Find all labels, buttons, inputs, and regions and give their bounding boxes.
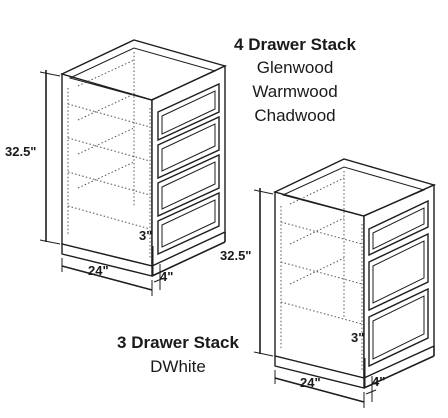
cabinet-3-side-panel xyxy=(274,191,365,379)
stack3-toe-kick-depth-label: 4" xyxy=(372,374,385,389)
cabinet-4-dimensions xyxy=(39,70,165,296)
cabinet-4-drawer-4 xyxy=(157,191,220,256)
cabinet-4-drawer-2 xyxy=(157,115,220,180)
stack3-height-label: 32.5" xyxy=(220,248,251,263)
cabinet-3-drawer-2 xyxy=(368,232,429,312)
stack3-toe-kick-height-label: 3" xyxy=(351,330,364,345)
stack4-height-label: 32.5" xyxy=(5,144,36,159)
stack3-width-label: 24" xyxy=(300,375,321,390)
cabinet-3-dimensions xyxy=(253,188,377,408)
stack4-width-label: 24" xyxy=(88,263,109,278)
cabinet-4-drawer-1 xyxy=(157,82,220,142)
cabinet-3-drawer xyxy=(272,158,437,389)
cabinet-4-drawer xyxy=(60,39,227,277)
stack4-finish-3: Chadwood xyxy=(254,106,335,125)
stack4-finish-1: Glenwood xyxy=(257,58,334,77)
stack3-finish-1: DWhite xyxy=(150,357,206,376)
stack4-finish-2: Warmwood xyxy=(252,82,337,101)
cabinet-3-drawer-1 xyxy=(368,199,429,257)
stack3-title: 3 Drawer Stack xyxy=(117,333,239,352)
cabinet-3-drawer-3 xyxy=(368,287,429,368)
stack4-toe-kick-depth-label: 4" xyxy=(160,269,173,284)
stack4-toe-kick-height-label: 3" xyxy=(139,228,152,243)
cabinet-4-drawer-3 xyxy=(157,153,220,218)
stack4-title: 4 Drawer Stack xyxy=(234,35,356,54)
